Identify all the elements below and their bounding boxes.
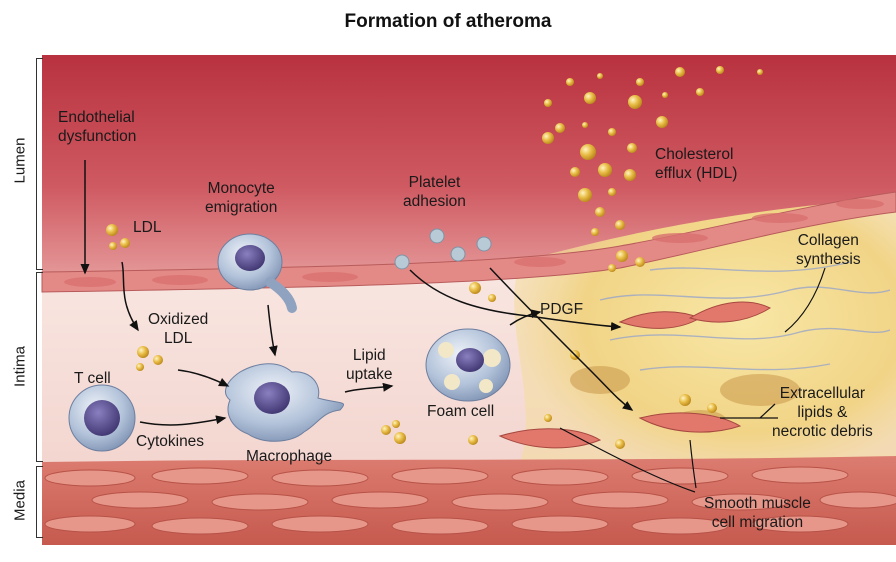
oxidized-ldl-label: Oxidized LDL [148,310,208,348]
label-line: Lipid [352,347,386,364]
t-cell-label: T cell [74,370,111,387]
cholesterol-efflux-label: Cholesterol efflux (HDL) [655,145,737,183]
pdgf-label: PDGF [540,301,584,318]
monocyte-emigration-label: Monocyte emigration [205,179,277,217]
endothelial-dysfunction-label: Endothelial dysfunction [58,108,136,146]
lipid-uptake-label: Lipid uptake [346,346,393,384]
media-smooth-muscle [44,466,896,535]
foam-cell [425,328,511,402]
platelets [394,228,492,270]
monocyte [217,233,297,313]
label-line: cell migration [711,514,804,531]
label-line: adhesion [403,193,466,210]
collagen-synthesis-label: Collagen synthesis [796,231,861,269]
label-line: Collagen [797,232,859,249]
collagen-fibers [599,261,891,371]
extracellular-lipids-label: Extracellular lipids & necrotic debris [772,384,873,441]
media-label: Media [11,480,29,521]
label-line: efflux (HDL) [655,165,738,182]
lipid-particles [106,66,763,449]
smooth-muscle-cells [498,301,772,449]
label-line: LDL [163,330,193,347]
leader-lines [559,267,826,493]
endothelium [41,191,896,293]
label-line: uptake [346,366,393,383]
platelet-adhesion-label: Platelet adhesion [403,173,466,211]
foam-cell-label: Foam cell [427,403,495,420]
media-bracket [36,466,43,538]
lumen-label: Lumen [11,137,29,184]
label-line: Endothelial [58,109,135,126]
label-line: emigration [205,199,278,216]
macrophage [225,363,345,442]
diagram-title: Formation of atheroma [344,11,552,32]
label-line: Platelet [408,174,461,191]
endothelial-cells [64,199,884,287]
macrophage-label: Macrophage [246,448,333,465]
intima-bracket [36,272,43,462]
label-line: Monocyte [207,180,275,197]
arrows [80,160,634,426]
ldl-label: LDL [133,219,162,236]
label-line: synthesis [796,251,861,268]
label-line: lipids & [797,404,848,421]
cytokines-label: Cytokines [136,433,205,450]
label-line: Smooth muscle [704,495,811,512]
label-line: Oxidized [148,311,209,328]
label-line: Cholesterol [655,146,734,163]
label-line: dysfunction [58,128,137,145]
label-line: necrotic debris [772,423,873,440]
label-line: Extracellular [779,385,866,402]
lumen-bracket [36,58,43,270]
smooth-muscle-migration-label: Smooth muscle cell migration [704,494,811,532]
intima-label: Intima [11,346,29,387]
t-cell [68,384,136,452]
